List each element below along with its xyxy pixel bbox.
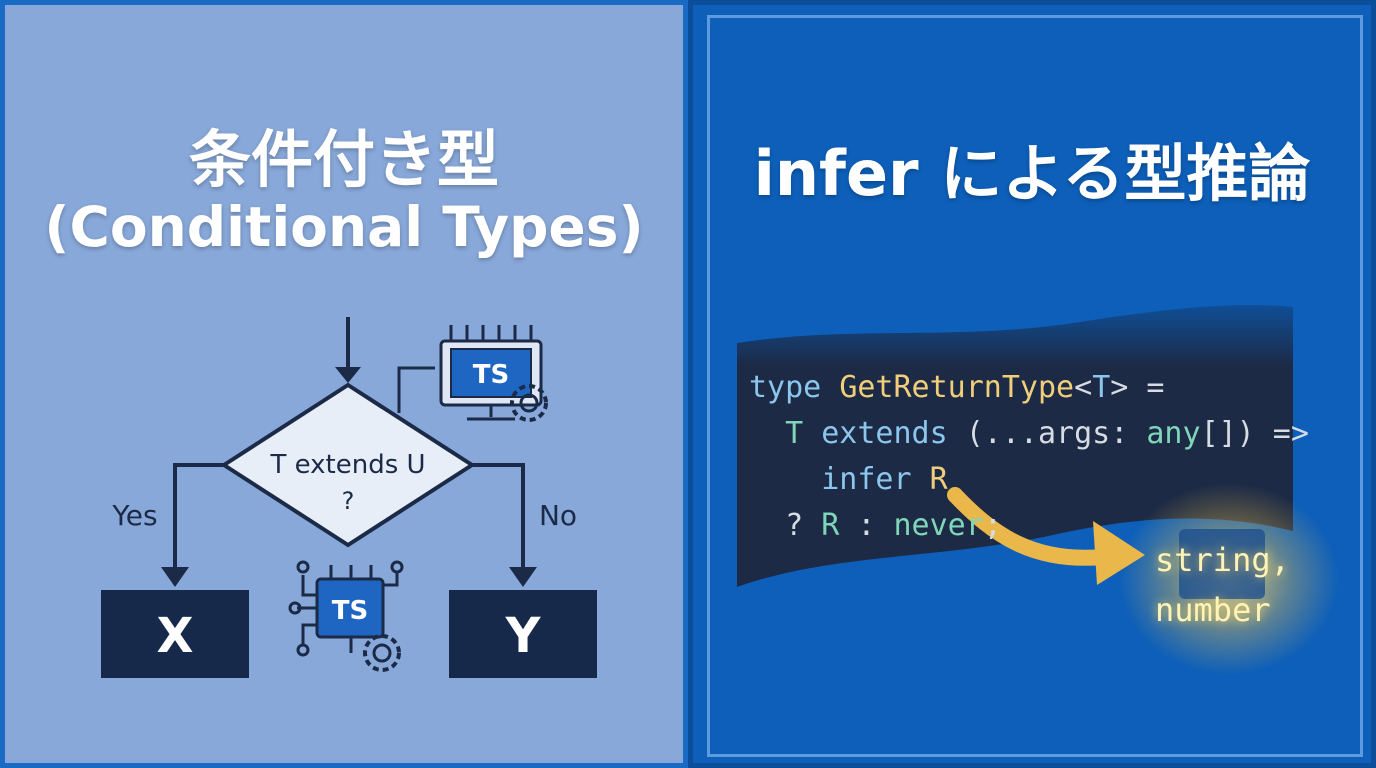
no-arrow-head — [509, 567, 537, 587]
ts-badge-top: TS — [473, 360, 509, 390]
code-block: type GetReturnType<T> = T extends (...ar… — [749, 365, 1309, 549]
decision-question: ? — [342, 487, 355, 515]
outcome-y-label: Y — [505, 608, 542, 664]
right-panel: infer による型推論 — [688, 0, 1376, 768]
yes-branch-line — [173, 463, 224, 573]
no-label: No — [539, 499, 577, 532]
outcome-box-y — [449, 590, 597, 678]
result-line-1: string, — [1155, 541, 1290, 579]
outcome-box-x — [101, 590, 249, 678]
no-branch-line — [472, 463, 525, 573]
inferred-result: string, number — [1155, 535, 1305, 635]
code-type-param: T — [1092, 370, 1111, 405]
code-keyword-type: type — [749, 370, 822, 405]
decision-diamond — [220, 382, 476, 548]
left-title: 条件付き型 — [188, 123, 499, 196]
code-equals: = — [1128, 370, 1165, 405]
yes-label: Yes — [111, 499, 157, 532]
entry-arrow-head — [335, 367, 361, 383]
code-scene — [737, 304, 1339, 675]
code-lt: < — [1074, 370, 1093, 405]
code-infer-R: R — [929, 462, 948, 497]
decision-text: T extends U — [269, 450, 425, 480]
code-line-2: T extends (...args: any[]) => — [785, 416, 1309, 451]
code-any: any — [1146, 416, 1201, 451]
code-T: T — [785, 416, 804, 451]
code-infer: infer — [821, 462, 912, 497]
code-line-3: infer R — [821, 462, 947, 497]
left-subtitle: (Conditional Types) — [44, 195, 644, 259]
code-never: never — [893, 508, 984, 543]
flowchart: T extends U ? Yes No X Y — [101, 317, 597, 678]
outcome-x-label: X — [156, 608, 193, 664]
code-type-name: GetReturnType — [839, 370, 1075, 405]
ts-circuit-icon — [288, 560, 404, 672]
result-cube — [1179, 529, 1265, 599]
code-line-4: ? R : never; — [785, 508, 1002, 543]
code-gt: > — [1110, 370, 1129, 405]
infer-arrow — [947, 487, 1111, 566]
infer-arrow-head — [1093, 521, 1145, 585]
code-args-close: []) => — [1200, 416, 1309, 451]
code-colon: : — [839, 508, 894, 543]
code-line-1: type GetReturnType<T> = — [749, 370, 1164, 405]
code-question: ? — [785, 508, 822, 543]
code-args-open: (...args: — [947, 416, 1147, 451]
result-line-2: number — [1155, 591, 1271, 629]
left-panel: 条件付き型 (Conditional Types) T extends U ? … — [0, 0, 688, 768]
ts-monitor-icon — [397, 325, 548, 422]
ts-badge-bottom: TS — [332, 596, 368, 626]
code-semicolon: ; — [983, 508, 1002, 543]
code-extends: extends — [821, 416, 948, 451]
right-title: infer による型推論 — [753, 137, 1311, 210]
yes-arrow-head — [161, 567, 189, 587]
code-result-R: R — [821, 508, 840, 543]
